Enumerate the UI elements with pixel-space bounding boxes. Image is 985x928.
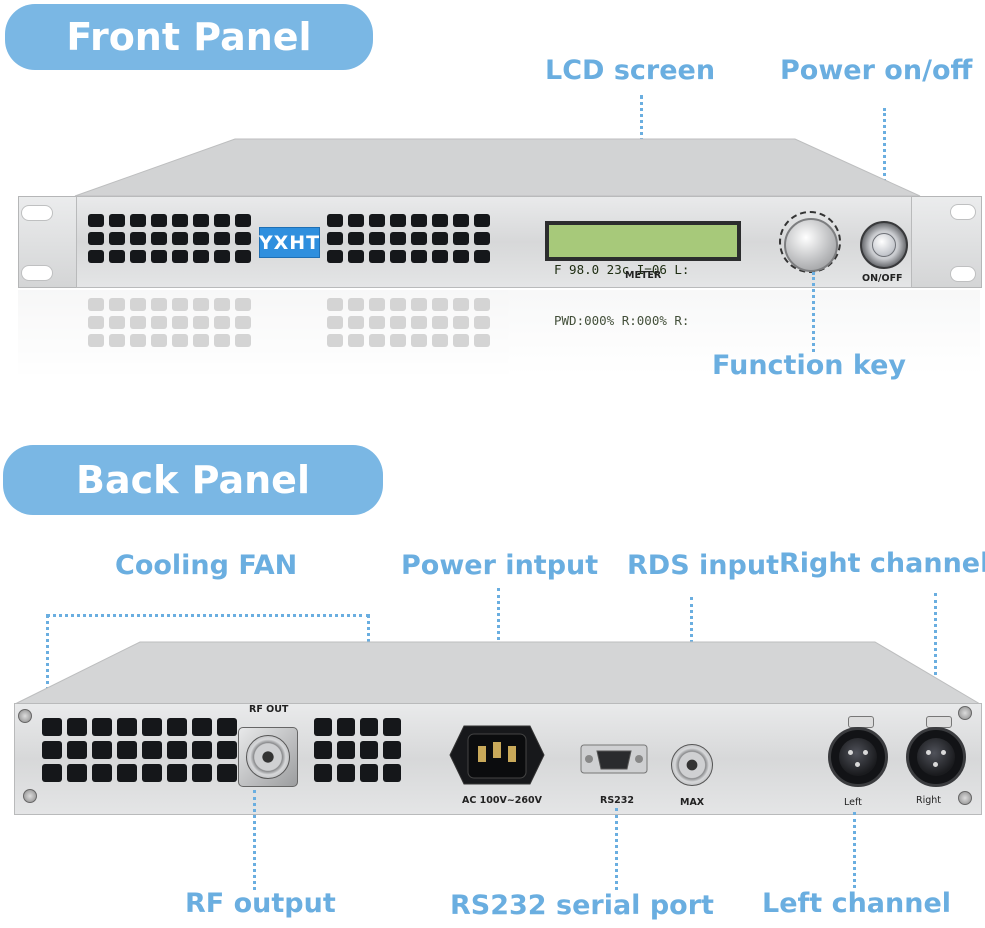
rf-out-label: RF OUT [249, 704, 289, 715]
function-knob-ring [779, 211, 841, 273]
lcd-line-1: F 98.0 23c I=06 L: [554, 262, 690, 277]
callout-rs232-serial: RS232 serial port [450, 890, 714, 921]
right-label: Right [916, 795, 942, 806]
callout-right-channel: Right channel [779, 548, 985, 579]
callout-rf-output: RF output [185, 888, 336, 919]
ac-voltage-label: AC 100V~260V [462, 795, 542, 806]
iec-power-socket-icon[interactable] [442, 720, 552, 790]
function-key-knob[interactable] [784, 218, 838, 272]
power-button[interactable] [860, 221, 908, 269]
callout-cooling-fan: Cooling FAN [115, 550, 298, 581]
callout-function-key: Function key [712, 350, 907, 381]
front-left-ear-slot-top [21, 205, 53, 221]
back-panel-title: Back Panel [3, 445, 383, 515]
left-channel-connector[interactable] [828, 727, 888, 787]
front-brand-logo: YXHT [259, 227, 320, 258]
callout-fan-left [46, 614, 49, 704]
back-chassis-top [14, 641, 982, 705]
callout-function-line [812, 272, 815, 352]
front-panel-reflection [18, 290, 980, 375]
callout-rs232-line [615, 808, 618, 890]
front-left-ear-slot-bottom [21, 265, 53, 281]
rds-input-connector[interactable] [671, 744, 713, 786]
left-label: Left [844, 797, 862, 808]
callout-fan-hline [46, 614, 370, 617]
back-screw-tl [18, 709, 32, 723]
front-right-ear-slot-top [950, 204, 976, 220]
back-vent-left [42, 718, 237, 782]
max-label: MAX [680, 797, 705, 808]
front-vent-right [327, 214, 490, 263]
xlr-connector-icon-right [917, 738, 955, 776]
front-vent-left [88, 214, 251, 263]
db9-port-icon[interactable] [580, 742, 648, 776]
callout-power-input: Power intput [401, 550, 599, 581]
front-right-ear-slot-bottom [950, 266, 976, 282]
front-lcd-screen: F 98.0 23c I=06 L: PWD:000% R:000% R: [545, 221, 741, 328]
xlr-connector-icon [839, 738, 877, 776]
front-panel-title: Front Panel [5, 4, 373, 70]
callout-left-line [853, 812, 856, 888]
power-button-icon [872, 233, 896, 257]
front-meter-label: METER [625, 270, 662, 281]
back-screw-bl [23, 789, 37, 803]
callout-left-channel: Left channel [762, 888, 952, 919]
back-screw-br [958, 791, 972, 805]
callout-right-line [934, 593, 937, 718]
back-screw-tr [958, 706, 972, 720]
front-onoff-label: ON/OFF [862, 273, 903, 284]
callout-power-line [883, 108, 886, 223]
back-vent-right [314, 718, 401, 782]
lcd-line-2: PWD:000% R:000% R: [554, 313, 690, 328]
rs232-label: RS232 [600, 795, 634, 806]
rf-output-connector[interactable] [246, 735, 290, 779]
right-channel-connector[interactable] [906, 727, 966, 787]
callout-rf-output-line [253, 790, 256, 890]
callout-lcd-screen: LCD screen [545, 55, 716, 86]
callout-power-onoff: Power on/off [780, 55, 973, 86]
callout-rds-input: RDS input [627, 550, 779, 581]
